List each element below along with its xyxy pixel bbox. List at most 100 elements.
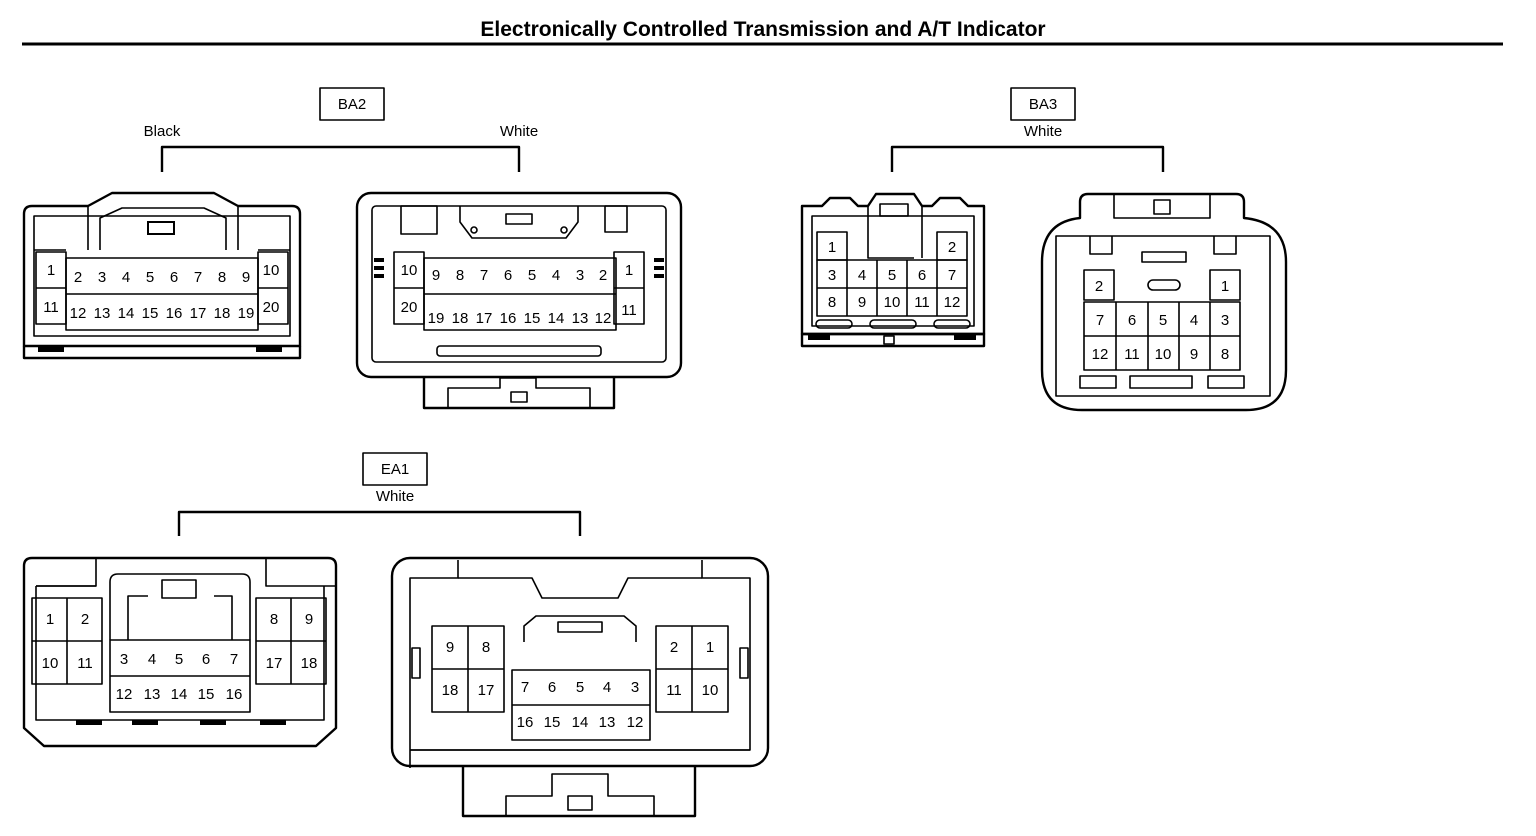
pin: 15: [544, 714, 561, 731]
pin: 8: [218, 269, 226, 286]
pin: 12: [70, 305, 87, 322]
pin: 11: [1124, 346, 1140, 363]
pin: 14: [572, 714, 589, 731]
pin: 18: [214, 305, 231, 322]
pin: 1: [47, 262, 55, 279]
pin: 2: [599, 267, 607, 284]
pin: 5: [576, 679, 584, 696]
ba2-code: BA2: [338, 96, 366, 113]
ea1-left-pins: 1 2 10 11 3 4 5 6 7 12 13 14 15 16 8 9 1…: [42, 611, 318, 703]
ba2-right-color: White: [500, 123, 538, 140]
pin: 6: [548, 679, 556, 696]
pin: 11: [666, 682, 682, 699]
pin: 15: [198, 686, 215, 703]
pin: 5: [528, 267, 536, 284]
pin: 6: [504, 267, 512, 284]
pin: 12: [627, 714, 644, 731]
pin: 15: [524, 310, 541, 327]
ba3-code-box: [1010, 87, 1076, 121]
pin: 4: [552, 267, 560, 284]
pin: 5: [175, 651, 183, 668]
pin: 14: [548, 310, 565, 327]
ea1-bracket: [177, 510, 582, 536]
pin: 11: [621, 302, 637, 319]
pin: 5: [1159, 312, 1167, 329]
pin: 7: [1096, 312, 1104, 329]
ea1-code: EA1: [381, 461, 409, 478]
pin: 1: [828, 239, 836, 256]
pin: 17: [476, 310, 493, 327]
pin: 13: [572, 310, 589, 327]
pin: 3: [1221, 312, 1229, 329]
pin: 7: [480, 267, 488, 284]
pin: 12: [595, 310, 612, 327]
ba2-bracket: [160, 145, 521, 172]
pin: 9: [446, 639, 454, 656]
ba2-left-pins: 1 11 2 3 4 5 6 7 8 9 12 13 14 15 16 17 1…: [43, 262, 279, 322]
pin: 19: [428, 310, 445, 327]
pin: 13: [599, 714, 616, 731]
page-title: Electronically Controlled Transmission a…: [480, 18, 1045, 41]
pin: 6: [170, 269, 178, 286]
pin: 6: [202, 651, 210, 668]
pin: 3: [631, 679, 639, 696]
pin: 10: [42, 655, 59, 672]
ba3-bracket: [890, 145, 1165, 172]
pin: 10: [1155, 346, 1172, 363]
pin: 17: [190, 305, 207, 322]
ba3-connector-group: BA3 White 1 2 3: [800, 87, 1288, 412]
ba3-right-pins: 2 1 7 6 5 4 3 12 11 10 9 8: [1092, 278, 1230, 363]
ea1-color: White: [376, 488, 414, 505]
pin: 13: [144, 686, 161, 703]
pin: 2: [81, 611, 89, 628]
ba2-right-connector: 10 20 9 8 7 6 5 4 3 2 19 18 17 16 15 14 …: [355, 191, 683, 410]
pin: 18: [452, 310, 469, 327]
pin: 10: [702, 682, 719, 699]
pin: 8: [456, 267, 464, 284]
pin: 12: [1092, 346, 1109, 363]
ba3-left-pins: 1 2 3 4 5 6 7 8 9 10 11 12: [828, 239, 961, 311]
pin: 9: [305, 611, 313, 628]
pin: 17: [478, 682, 495, 699]
pin: 1: [625, 262, 633, 279]
pin: 14: [118, 305, 135, 322]
pin: 11: [43, 299, 59, 316]
pin: 12: [116, 686, 133, 703]
pin: 4: [1190, 312, 1198, 329]
pin: 11: [914, 294, 930, 311]
pin: 4: [148, 651, 156, 668]
pin: 16: [517, 714, 534, 731]
ea1-right-connector: 9 8 18 17 7 6 5 4 3 16 15 14 13 12 2 1 1…: [390, 556, 770, 818]
pin: 2: [948, 239, 956, 256]
pin: 5: [888, 267, 896, 284]
pin: 15: [142, 305, 159, 322]
ba2-code-box: [319, 87, 385, 121]
pin: 19: [238, 305, 255, 322]
pin: 9: [1190, 346, 1198, 363]
pin: 3: [98, 269, 106, 286]
pin: 1: [1221, 278, 1229, 295]
ba2-left-color: Black: [144, 123, 181, 140]
ea1-left-connector: 1 2 10 11 3 4 5 6 7 12 13 14 15 16 8 9 1…: [22, 556, 338, 748]
pin: 16: [500, 310, 517, 327]
pin: 3: [576, 267, 584, 284]
pin: 9: [242, 269, 250, 286]
pin: 6: [1128, 312, 1136, 329]
pin: 11: [77, 655, 93, 672]
ba2-left-connector: 1 11 2 3 4 5 6 7 8 9 12 13 14 15 16 17 1…: [22, 191, 302, 360]
ba3-right-connector: 2 1 7 6 5 4 3 12 11 10 9 8: [1040, 192, 1288, 412]
pin: 3: [120, 651, 128, 668]
pin: 17: [266, 655, 283, 672]
pin: 16: [226, 686, 243, 703]
pin: 2: [670, 639, 678, 656]
pin: 10: [884, 294, 901, 311]
pin: 9: [432, 267, 440, 284]
ba2-connector-group: BA2 Black White 1 11 2 3 4: [22, 87, 683, 410]
ba2-right-pins: 10 20 9 8 7 6 5 4 3 2 19 18 17 16 15 14 …: [401, 262, 637, 327]
ba3-left-connector: 1 2 3 4 5 6 7 8 9 10 11 12: [800, 192, 986, 348]
pin: 7: [948, 267, 956, 284]
pin: 16: [166, 305, 183, 322]
pin: 1: [46, 611, 54, 628]
pin: 8: [482, 639, 490, 656]
